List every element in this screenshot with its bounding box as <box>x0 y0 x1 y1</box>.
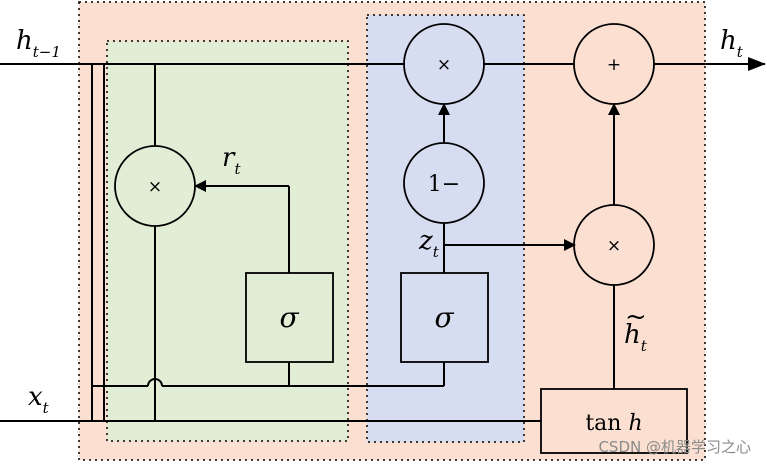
sigma-reset-box <box>245 272 334 363</box>
add-node <box>573 23 655 105</box>
z-gate-label: zt <box>418 226 440 261</box>
sigma-update-box <box>400 272 489 363</box>
sigma-update-label: σ <box>434 301 454 334</box>
tanh-label: tan h <box>585 411 642 436</box>
update-multiply-node <box>403 23 485 105</box>
tanh-box <box>540 388 688 454</box>
reset-multiply-symbol: × <box>148 177 162 197</box>
h-prev-label: ht−1 <box>16 26 61 61</box>
h-tilde-accent: ~ <box>625 302 647 332</box>
add-symbol: + <box>607 55 621 75</box>
reset-gate-region <box>106 40 349 442</box>
x-input-label: xt <box>28 382 50 417</box>
update-gate-region <box>366 14 525 443</box>
reset-multiply-node <box>114 145 196 227</box>
candidate-multiply-node <box>573 204 655 286</box>
h-tilde-label: ht <box>624 320 648 355</box>
one-minus-node <box>403 142 485 224</box>
one-minus-symbol: 1− <box>428 172 460 197</box>
h-out-label: ht <box>720 26 744 61</box>
r-gate-label: rt <box>222 143 241 178</box>
candidate-multiply-symbol: × <box>607 236 621 256</box>
update-multiply-symbol: × <box>437 55 451 75</box>
sigma-reset-label: σ <box>279 301 299 334</box>
watermark: CSDN @机器学习之心 <box>598 438 751 456</box>
